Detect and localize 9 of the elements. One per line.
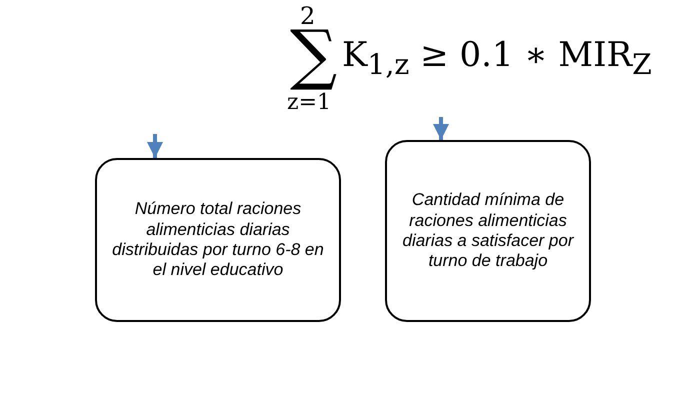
upper-limit: 2	[300, 4, 316, 28]
arrow	[433, 117, 449, 140]
description-box	[385, 140, 591, 322]
description-box	[95, 158, 341, 322]
description-text: Cantidad mínima de raciones alimenticias diarias a satisfacer por turno de trabajo	[401, 190, 575, 272]
arrow	[147, 134, 163, 158]
description-text: Número total raciones alimenticias diarias distribuidas por turno 6-8 en el nivel educativo	[111, 199, 325, 281]
formula-text: K$_{1,z}$ ≥ 0.1 ∗ MIR$_{Z}$	[342, 38, 652, 80]
lower-limit: z=1	[287, 92, 332, 114]
